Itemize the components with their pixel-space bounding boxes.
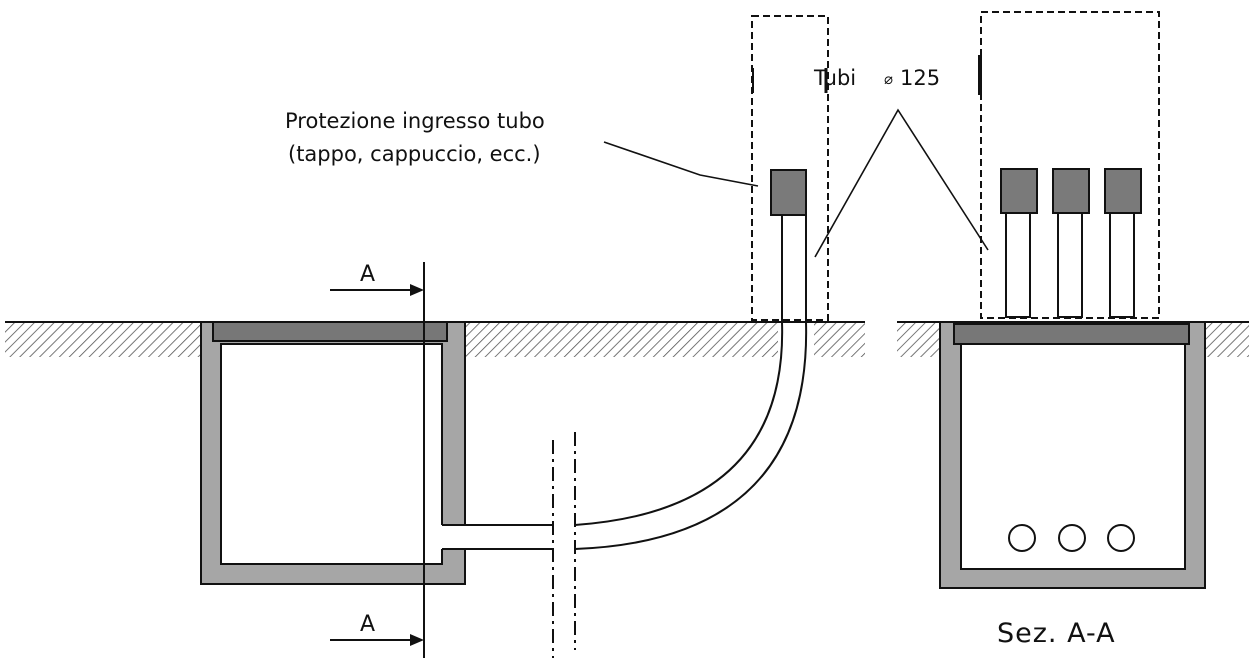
manhole-left <box>200 321 467 585</box>
section-marker-top: A <box>360 262 375 287</box>
protection-label-line1: Protezione ingresso tubo <box>285 109 545 133</box>
pipes-diameter-value: 125 <box>900 66 940 90</box>
break-line <box>552 432 576 658</box>
section-marker-bottom: A <box>360 612 375 637</box>
section-caption: Sez. A-A <box>997 618 1116 649</box>
protection-envelope-side <box>751 15 829 321</box>
ground-left <box>5 321 865 357</box>
diameter-symbol-icon: ⌀ <box>884 70 893 88</box>
conduit-circles <box>1008 524 1135 552</box>
protection-envelope-section <box>980 11 1160 319</box>
pipe-side-view <box>465 215 808 550</box>
manhole-section <box>939 321 1206 589</box>
pipe-cap-side <box>770 169 807 216</box>
protection-label-line2: (tappo, cappuccio, ecc.) <box>288 142 541 166</box>
pipes-section <box>1000 168 1142 318</box>
section-cut-line <box>330 262 425 658</box>
pipes-label: Tubi <box>813 66 856 90</box>
protection-leader-line <box>603 141 759 187</box>
pipes-leader-lines <box>814 108 989 258</box>
